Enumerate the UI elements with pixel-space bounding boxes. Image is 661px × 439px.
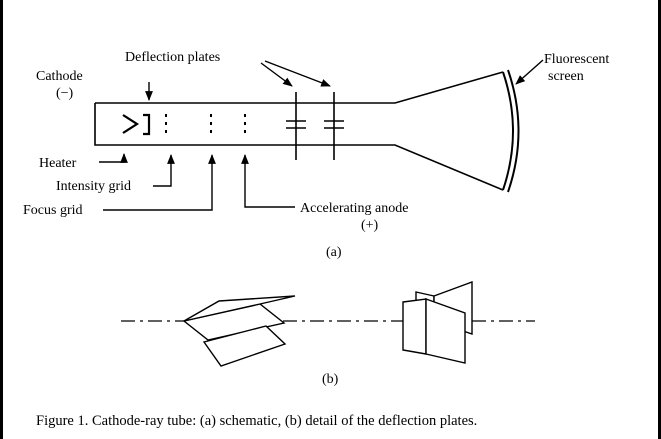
label-deflection-plates: Deflection plates bbox=[125, 50, 220, 65]
figure-caption: Figure 1. Cathode-ray tube: (a) schemati… bbox=[36, 413, 477, 429]
plate-pair-vertical bbox=[402, 280, 473, 364]
label-part-a: (a) bbox=[326, 245, 342, 260]
leader-lines bbox=[99, 59, 544, 211]
label-cathode: Cathode bbox=[36, 69, 83, 84]
crt-tube bbox=[94, 69, 520, 193]
label-accelerating-anode: Accelerating anode bbox=[300, 201, 408, 216]
label-screen: screen bbox=[548, 69, 584, 84]
plate-pair-horizontal bbox=[182, 295, 296, 367]
label-heater: Heater bbox=[39, 156, 77, 171]
label-part-b: (b) bbox=[322, 372, 339, 387]
label-focus-grid: Focus grid bbox=[23, 203, 83, 218]
crt-diagram: Deflection plates Fluorescent screen Cat… bbox=[23, 50, 609, 429]
label-intensity-grid: Intensity grid bbox=[56, 179, 131, 194]
label-anode-sign: (+) bbox=[361, 218, 379, 233]
label-fluorescent: Fluorescent bbox=[544, 52, 609, 67]
deflection-plates-symbol bbox=[286, 92, 344, 160]
cathode-symbol bbox=[122, 113, 151, 136]
label-cathode-sign: (−) bbox=[56, 86, 74, 101]
